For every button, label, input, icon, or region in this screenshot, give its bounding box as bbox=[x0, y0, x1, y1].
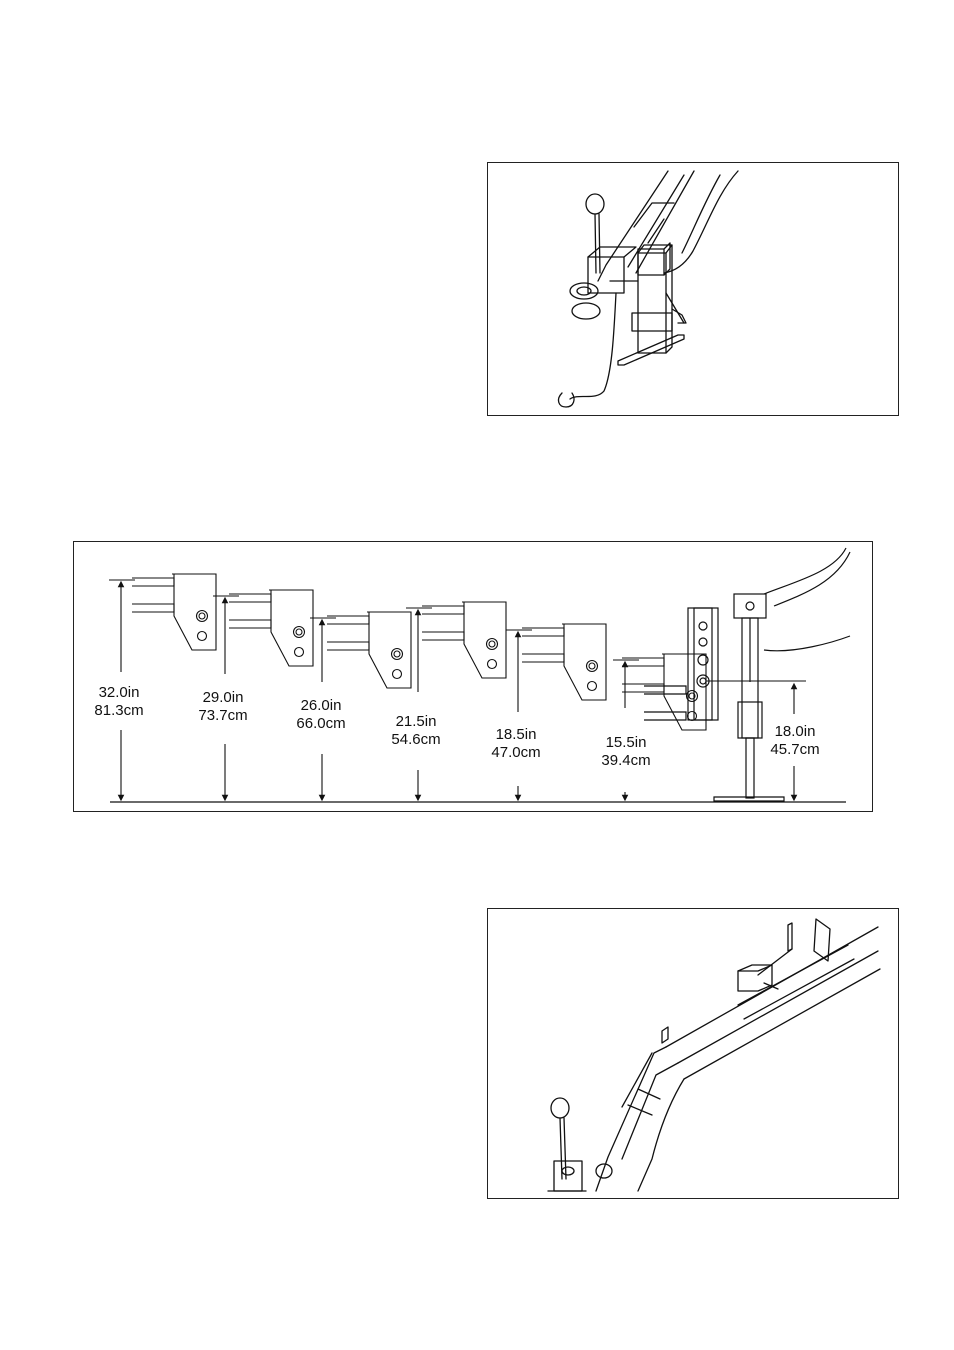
height-label-5-in: 18.5in bbox=[481, 726, 551, 744]
stowed-jack-drawing bbox=[488, 909, 898, 1198]
hitch-bracket-3 bbox=[327, 612, 411, 688]
height-label-4: 21.5in 54.6cm bbox=[381, 713, 451, 749]
height-label-2: 29.0in 73.7cm bbox=[188, 689, 258, 725]
height-label-5-cm: 47.0cm bbox=[481, 744, 551, 762]
stowed-jack-illustration bbox=[487, 908, 899, 1199]
height-label-6: 15.5in 39.4cm bbox=[591, 734, 661, 770]
height-label-1-cm: 81.3cm bbox=[84, 702, 154, 720]
height-label-3: 26.0in 66.0cm bbox=[286, 697, 356, 733]
jack-assembly bbox=[644, 548, 850, 801]
height-label-3-in: 26.0in bbox=[286, 697, 356, 715]
hitch-bracket-5 bbox=[522, 624, 606, 700]
height-label-5: 18.5in 47.0cm bbox=[481, 726, 551, 762]
hitch-height-diagram: 32.0in 81.3cm 29.0in 73.7cm 26.0in 66.0c… bbox=[73, 541, 873, 812]
height-label-1-in: 32.0in bbox=[84, 684, 154, 702]
hitch-bracket-1 bbox=[132, 574, 216, 650]
height-label-2-cm: 73.7cm bbox=[188, 707, 258, 725]
height-label-6-in: 15.5in bbox=[591, 734, 661, 752]
height-label-1: 32.0in 81.3cm bbox=[84, 684, 154, 720]
height-label-3-cm: 66.0cm bbox=[286, 715, 356, 733]
height-label-7-in: 18.0in bbox=[760, 723, 830, 741]
height-label-6-cm: 39.4cm bbox=[591, 752, 661, 770]
hitch-height-drawing bbox=[74, 542, 872, 811]
hitch-bracket-2 bbox=[229, 590, 313, 666]
height-label-7-cm: 45.7cm bbox=[760, 741, 830, 759]
hitch-bracket-4 bbox=[422, 602, 506, 678]
height-label-7: 18.0in 45.7cm bbox=[760, 723, 830, 759]
hitch-jack-illustration bbox=[487, 162, 899, 416]
height-label-2-in: 29.0in bbox=[188, 689, 258, 707]
hitch-jack-drawing bbox=[488, 163, 898, 415]
height-label-4-cm: 54.6cm bbox=[381, 731, 451, 749]
height-label-4-in: 21.5in bbox=[381, 713, 451, 731]
